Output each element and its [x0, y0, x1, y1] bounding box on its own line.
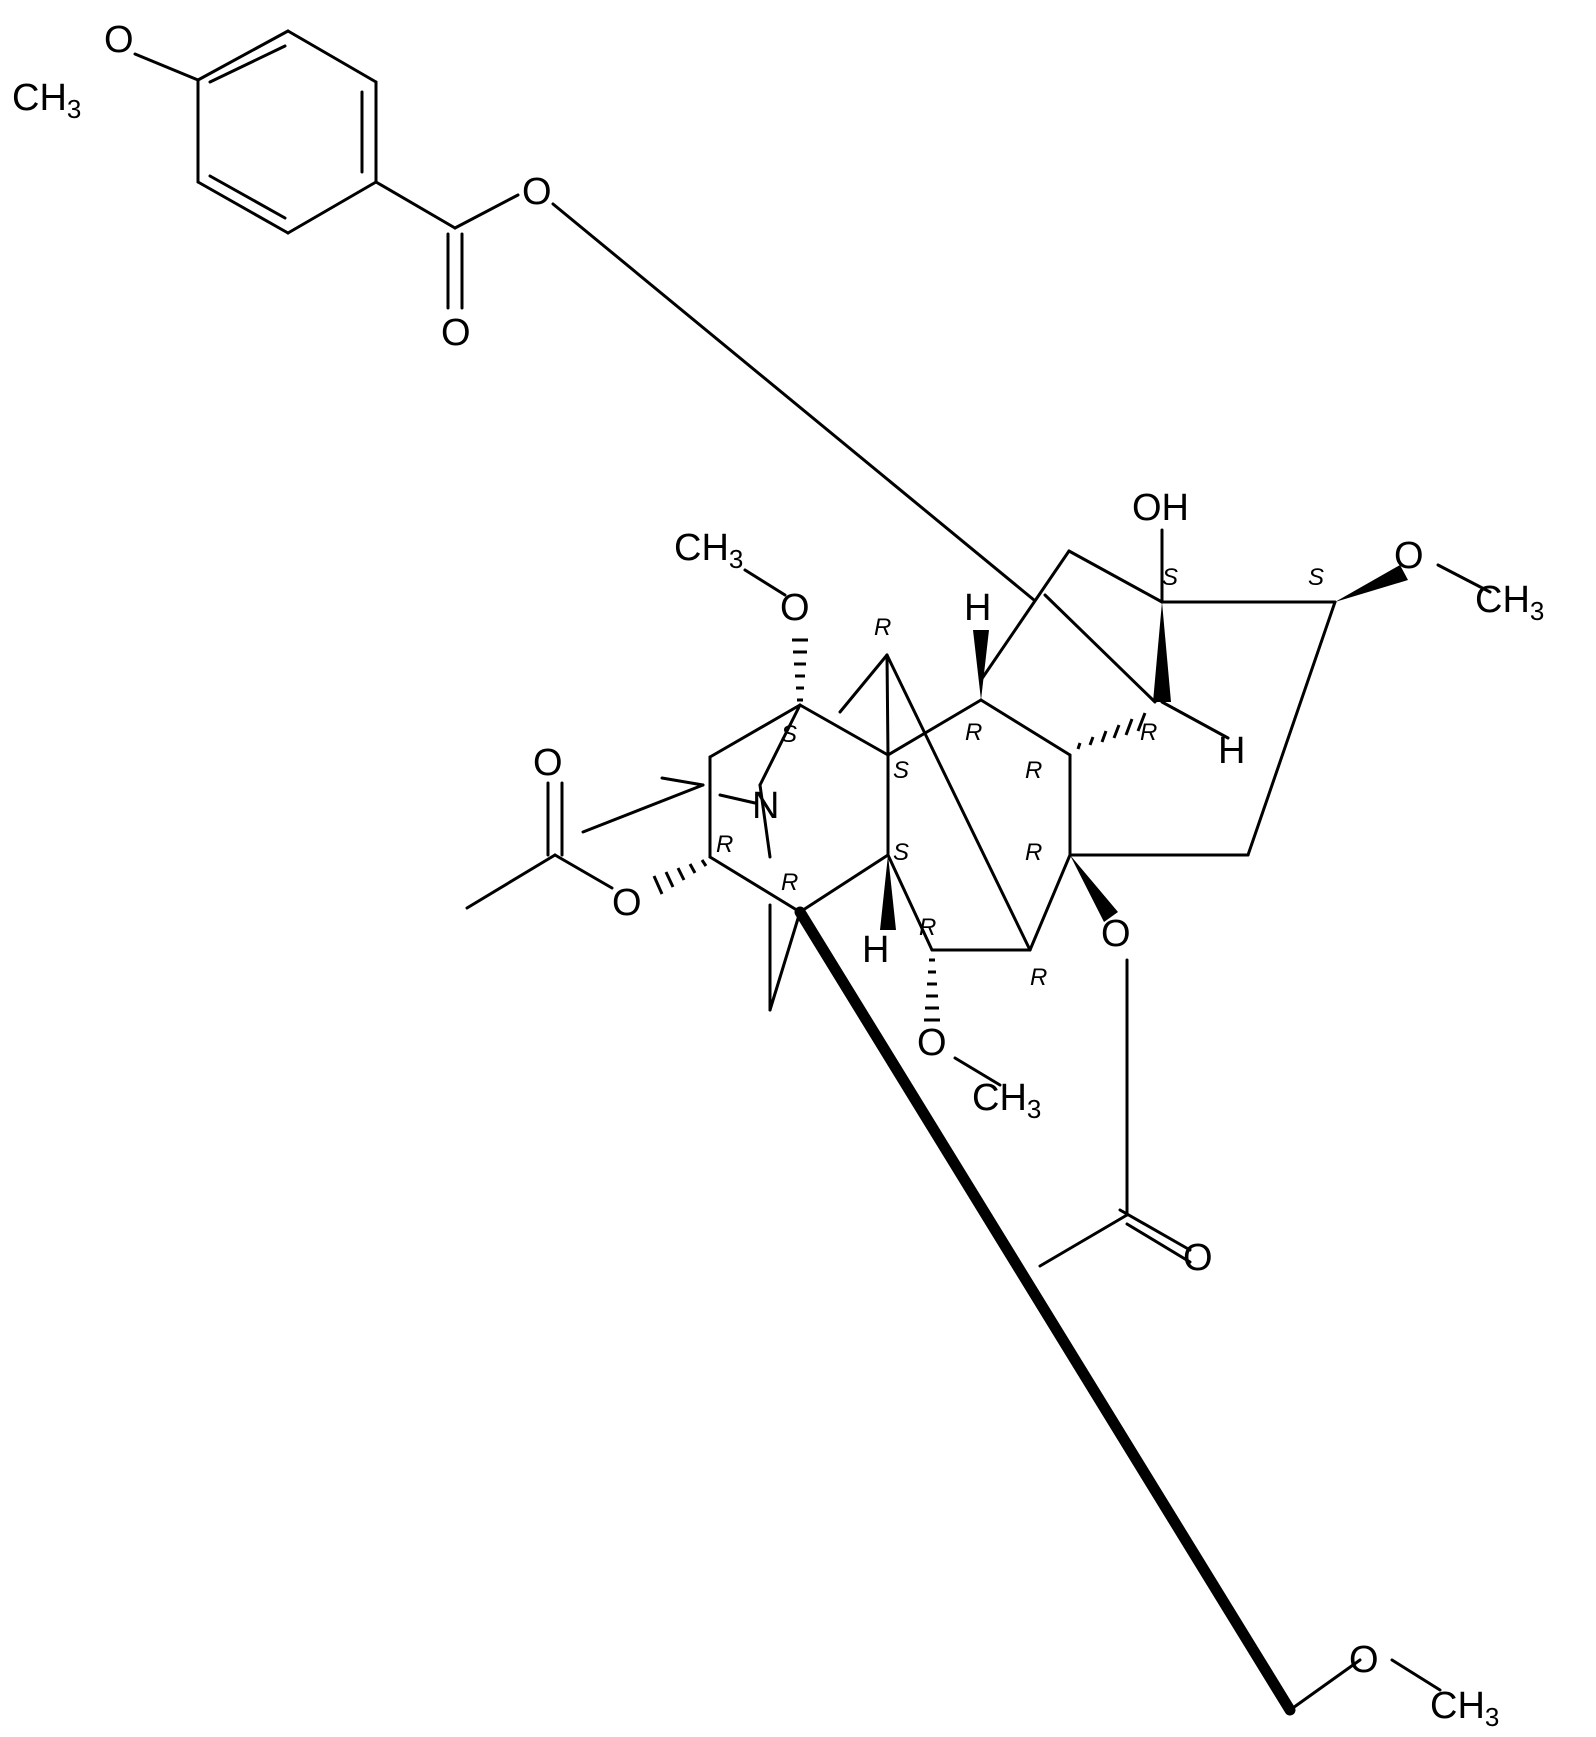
- stereo-c-ome-top: S: [781, 721, 797, 748]
- atom-o-carbonyl-benzoyl: O: [441, 312, 471, 354]
- stereo-c-quaternary: S: [893, 757, 909, 784]
- atom-o-methoxymethyl: O: [1349, 1639, 1379, 1681]
- stereo-labels: R S S S R R S R R R S R R R: [716, 564, 1324, 991]
- stereo-c-mid-right: R: [1025, 757, 1042, 784]
- atom-n: N: [752, 785, 779, 827]
- atom-h-right: H: [1218, 730, 1245, 772]
- stereo-c-bottom-right: R: [1030, 964, 1047, 991]
- hashed-bonds: [652, 638, 1147, 1022]
- wedge-h-top: [973, 630, 989, 700]
- hash-h-right: [1076, 712, 1147, 750]
- stereo-c-n-bridge: R: [781, 869, 798, 896]
- stereo-c-oac-left: R: [716, 831, 733, 858]
- hash-o-top: [792, 638, 808, 702]
- atom-ch3-methoxymethyl: CH3: [1430, 1685, 1499, 1732]
- wedge-o-acetoxy: [1070, 855, 1118, 922]
- stereo-c-ome-bottom: R: [919, 914, 936, 941]
- atom-o-top: O: [780, 587, 810, 629]
- stereo-c-h-right: R: [1140, 719, 1157, 746]
- wedge-bonds: [880, 565, 1408, 930]
- stereo-c-oh: S: [1162, 564, 1178, 591]
- wedge-c-oh: [1153, 602, 1171, 702]
- hash-o-bottom: [924, 958, 940, 1022]
- atom-h-bottom: H: [862, 929, 889, 971]
- stereo-c-oac-right: R: [1025, 839, 1042, 866]
- atom-ch3-right: CH3: [1475, 579, 1544, 626]
- wedge-h-bottom: [880, 855, 896, 930]
- stereo-c-h-bottom: S: [893, 839, 909, 866]
- stereo-c-junction-top: R: [965, 719, 982, 746]
- atom-ch3-top: CH3: [674, 527, 743, 574]
- atom-o-ester-link: O: [522, 171, 552, 213]
- bonds-substituents: [465, 563, 1492, 1268]
- stereo-c-top-bridge: R: [874, 614, 891, 641]
- bonds-skeleton: [581, 528, 1442, 1716]
- atom-ch3-aryl: CH3: [12, 77, 81, 124]
- wedge-ome-right: [1335, 565, 1408, 602]
- atom-h-top: H: [964, 587, 991, 629]
- hash-o-acetyl-left: [652, 859, 708, 895]
- atom-oh: OH: [1132, 487, 1189, 529]
- stereo-c-ome-right: S: [1308, 564, 1324, 591]
- atom-o-acetyl-left: O: [612, 882, 642, 924]
- atom-o-acetoxy-right: O: [1101, 913, 1131, 955]
- atom-labels: O CH3 O O OH O CH3 CH3 O H H O N O H O C…: [12, 19, 1544, 1732]
- atom-o-methoxy-right: O: [1394, 535, 1424, 577]
- atom-ch3-bottom: CH3: [972, 1077, 1041, 1124]
- atom-o-acetyl-right-carbonyl: O: [1183, 1237, 1213, 1279]
- bonds-benzoyl: [133, 29, 1036, 602]
- atom-o-acetyl-left-carbonyl: O: [533, 742, 563, 784]
- atom-o-methoxy-bottom: O: [917, 1022, 947, 1064]
- atom-o-methoxy-aryl: O: [104, 19, 134, 61]
